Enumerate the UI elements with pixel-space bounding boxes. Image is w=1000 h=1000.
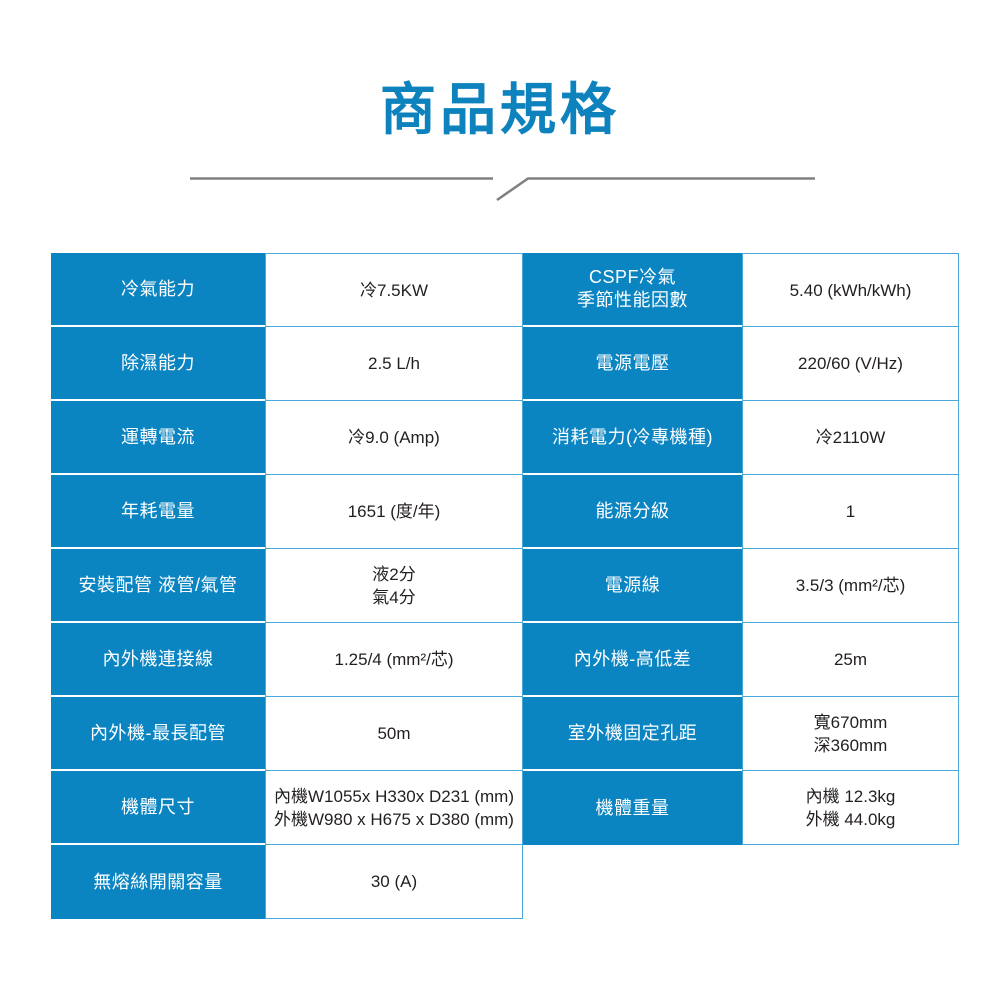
table-row: 除濕能力 2.5 L/h 電源電壓 220/60 (V/Hz) (51, 327, 959, 401)
spec-value: 1 (742, 475, 959, 549)
spec-label: 能源分級 (523, 475, 742, 549)
spec-label: 電源電壓 (523, 327, 742, 401)
page-title: 商品規格 (380, 78, 620, 141)
spec-label: 機體尺寸 (51, 771, 265, 845)
spec-value: 內機W1055x H330x D231 (mm) 外機W980 x H675 x… (265, 771, 523, 845)
spec-label: 室外機固定孔距 (523, 697, 742, 771)
spec-value: 2.5 L/h (265, 327, 523, 401)
spec-value: 內機 12.3kg 外機 44.0kg (742, 771, 959, 845)
spec-value-line: 5.40 (kWh/kWh) (789, 280, 912, 300)
table-row: 內外機-最長配管 50m 室外機固定孔距 寬670mm 深360mm (51, 697, 959, 771)
spec-label: 內外機-高低差 (523, 623, 742, 697)
spec-value-line: 1.25/4 (mm²/芯) (334, 650, 454, 669)
spec-value-line: 深360mm (813, 735, 888, 755)
specification-table: 冷氣能力 冷7.5KW CSPF冷氣 季節性能因數 5.40 (kWh/kWh)… (51, 253, 959, 919)
spec-label: 內外機連接線 (51, 623, 265, 697)
spec-value: 1.25/4 (mm²/芯) (265, 623, 523, 697)
spec-label-line: 消耗電力(冷專機種) (552, 426, 713, 447)
spec-value: 50m (265, 697, 523, 771)
spec-value: 3.5/3 (mm²/芯) (742, 549, 959, 623)
spec-label: 除濕能力 (51, 327, 265, 401)
table-row: 機體尺寸 內機W1055x H330x D231 (mm) 外機W980 x H… (51, 771, 959, 845)
divider-right-line (496, 177, 815, 202)
spec-value-line: 寬670mm (813, 712, 888, 732)
table-row: 冷氣能力 冷7.5KW CSPF冷氣 季節性能因數 5.40 (kWh/kWh) (51, 253, 959, 327)
spec-label: CSPF冷氣 季節性能因數 (523, 253, 742, 327)
spec-label: 機體重量 (523, 771, 742, 845)
table-row: 無熔絲開關容量 30 (A) (51, 845, 959, 919)
spec-value-line: 冷7.5KW (359, 280, 429, 300)
spec-value: 5.40 (kWh/kWh) (742, 253, 959, 327)
spec-label: 運轉電流 (51, 401, 265, 475)
spec-value: 冷7.5KW (265, 253, 523, 327)
spec-label-line: 季節性能因數 (577, 290, 688, 310)
spec-value-line: 外機W980 x H675 x D380 (mm) (274, 809, 514, 829)
table-row: 運轉電流 冷9.0 (Amp) 消耗電力(冷專機種) 冷2110W (51, 401, 959, 475)
spec-value-line: 3.5/3 (mm²/芯) (795, 576, 906, 595)
spec-value-line: 外機 44.0kg (805, 809, 896, 829)
spec-value-line: 冷2110W (815, 428, 886, 447)
spec-label-line: 內外機-高低差 (573, 648, 692, 669)
spec-value: 液2分 氣4分 (265, 549, 523, 623)
spec-label: 電源線 (523, 549, 742, 623)
spec-label: 消耗電力(冷專機種) (523, 401, 742, 475)
spec-label: 年耗電量 (51, 475, 265, 549)
empty-cell (523, 845, 742, 919)
spec-label: 內外機-最長配管 (51, 697, 265, 771)
spec-value-line: 220/60 (V/Hz) (798, 354, 903, 373)
spec-label-line: 電源電壓 (595, 352, 670, 373)
spec-label-line: 能源分級 (595, 500, 670, 521)
spec-value: 220/60 (V/Hz) (742, 327, 959, 401)
table-row: 安裝配管 液管/氣管 液2分 氣4分 電源線 3.5/3 (mm²/芯) (51, 549, 959, 623)
spec-value-line: 2.5 L/h (368, 354, 420, 373)
spec-value: 30 (A) (265, 845, 523, 919)
spec-value-line: 25m (833, 650, 868, 669)
spec-value-line: 50m (377, 724, 411, 743)
spec-value-line: 內機W1055x H330x D231 (mm) (274, 786, 514, 806)
spec-label-line: 電源線 (604, 574, 661, 595)
spec-value-line: 液2分 (372, 564, 416, 584)
spec-value: 冷2110W (742, 401, 959, 475)
spec-label: 無熔絲開關容量 (51, 845, 265, 919)
spec-value-line: 內機 12.3kg (805, 786, 896, 806)
spec-label-line: CSPF冷氣 (588, 267, 676, 287)
spec-table-body: 冷氣能力 冷7.5KW CSPF冷氣 季節性能因數 5.40 (kWh/kWh)… (51, 253, 959, 919)
spec-value-line: 氣4分 (372, 587, 416, 607)
spec-label-line: 室外機固定孔距 (567, 722, 698, 743)
table-row: 年耗電量 1651 (度/年) 能源分級 1 (51, 475, 959, 549)
spec-value: 冷9.0 (Amp) (265, 401, 523, 475)
spec-value-line: 30 (A) (370, 872, 418, 891)
spec-value-line: 1651 (度/年) (347, 502, 441, 521)
spec-value-line: 冷9.0 (Amp) (348, 428, 440, 447)
spec-value: 1651 (度/年) (265, 475, 523, 549)
spec-label: 冷氣能力 (51, 253, 265, 327)
spec-value: 25m (742, 623, 959, 697)
spec-value-line: 1 (845, 502, 856, 521)
table-row: 內外機連接線 1.25/4 (mm²/芯) 內外機-高低差 25m (51, 623, 959, 697)
zigzag-divider (190, 177, 815, 202)
empty-cell (742, 845, 959, 919)
spec-label-line: 機體重量 (595, 797, 670, 818)
spec-value: 寬670mm 深360mm (742, 697, 959, 771)
spec-label: 安裝配管 液管/氣管 (51, 549, 265, 623)
